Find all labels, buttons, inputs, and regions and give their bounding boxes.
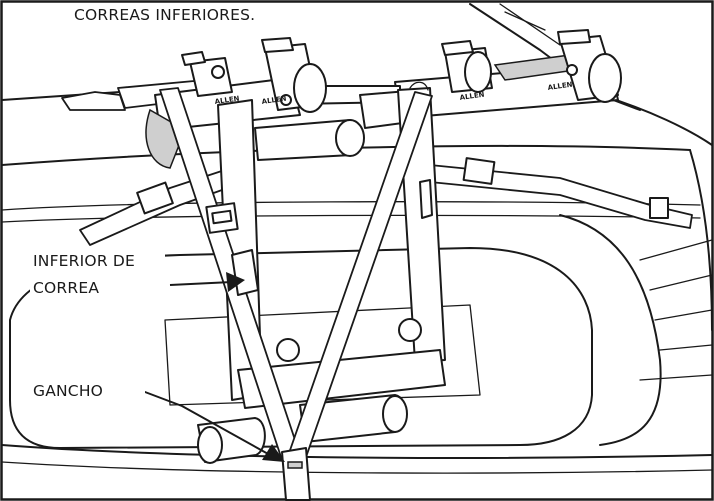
lower-straps bbox=[159, 81, 433, 501]
label-correa: CORREA bbox=[33, 279, 99, 297]
callouts bbox=[144, 272, 285, 462]
callout-arrow-gancho bbox=[144, 391, 271, 456]
label-gancho: GANCHO bbox=[33, 382, 103, 400]
brand-mark: ALLEN bbox=[459, 91, 485, 102]
callout-arrow-inferior bbox=[169, 281, 233, 286]
arrowhead-inferior bbox=[226, 272, 245, 292]
label-correas-inferiores: CORREAS INFERIORES. bbox=[74, 6, 255, 24]
label-backdrop bbox=[30, 375, 145, 401]
brand-mark: ALLEN bbox=[214, 95, 240, 106]
brand-mark: ALLEN bbox=[547, 81, 573, 92]
brand-marks: ALLEN ALLEN ALLEN ALLEN bbox=[214, 81, 573, 106]
bike-cradles bbox=[181, 29, 622, 113]
label-inferior-de: INFERIOR DE bbox=[33, 252, 135, 270]
arrowhead-gancho bbox=[262, 444, 285, 462]
label-backdrop bbox=[30, 246, 165, 298]
brand-mark: ALLEN bbox=[261, 95, 287, 106]
